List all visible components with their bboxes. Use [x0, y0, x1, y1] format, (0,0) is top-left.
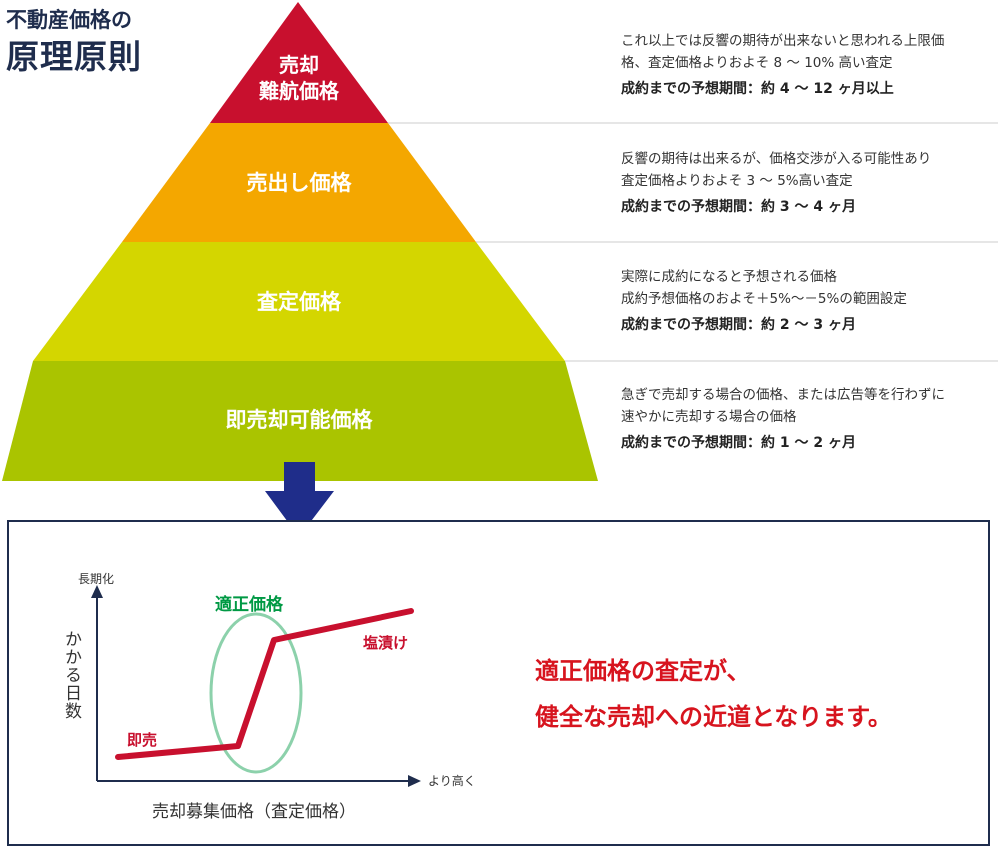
tier-1-label: 売却 難航価格 [259, 53, 339, 103]
tier-1-description: これ以上では反響の期待が出来ないと思われる上限価 格、査定価格よりおよそ 8 〜… [621, 30, 944, 100]
highlight-ellipse [209, 612, 303, 774]
pyramid-tier-4 [2, 361, 598, 481]
x-axis-label: 売却募集価格（査定価格） [152, 802, 356, 822]
tier-2-description: 反響の期待は出来るが、価格交渉が入る可能性あり 査定価格よりおよそ 3 〜 5%… [621, 148, 931, 218]
tier-1-period: 成約までの予想期間：約 4 〜 12 ヶ月以上 [621, 81, 894, 97]
tier-2-period: 成約までの予想期間：約 3 〜 4 ヶ月 [621, 199, 856, 215]
tier-2-label: 売出し価格 [246, 171, 352, 195]
conclusion-line2: 健全な売却への近道となります。 [535, 703, 892, 731]
x-axis-arrow-icon [408, 775, 421, 787]
down-arrow-icon [265, 462, 334, 520]
quick-sale-label: 即売 [127, 731, 158, 749]
stale-listing-label: 塩漬け [363, 634, 409, 652]
pricing-pyramid [2, 2, 998, 520]
x-axis-end-label: より高く [428, 774, 476, 788]
conclusion-line1: 適正価格の査定が、 [535, 657, 751, 685]
tier-4-period: 成約までの予想期間：約 1 〜 2 ヶ月 [621, 435, 856, 451]
highlight-label: 適正価格 [215, 595, 283, 615]
pyramid-tier-3 [33, 242, 565, 361]
tier-3-label: 査定価格 [257, 290, 341, 314]
tier-4-label: 即売却可能価格 [225, 408, 373, 432]
summary-box [7, 520, 990, 846]
page-title-line1: 不動産価格の [6, 8, 132, 32]
y-axis-top-label: 長期化 [78, 572, 115, 586]
pyramid-tier-2 [122, 123, 476, 242]
tier-3-description: 実際に成約になると予想される価格 成約予想価格のおよそ＋5%〜－5%の範囲設定 … [621, 266, 907, 336]
tier-3-period: 成約までの予想期間：約 2 〜 3 ヶ月 [621, 317, 856, 333]
tier-4-description: 急ぎで売却する場合の価格、または広告等を行わずに 速やかに売却する場合の価格 成… [621, 384, 945, 454]
y-axis-arrow-icon [91, 585, 103, 598]
y-axis-label: かかる日数 [61, 630, 81, 720]
price-curve [115, 608, 414, 760]
page-title-line2: 原理原則 [6, 37, 142, 76]
pyramid-tier-1 [210, 2, 388, 123]
